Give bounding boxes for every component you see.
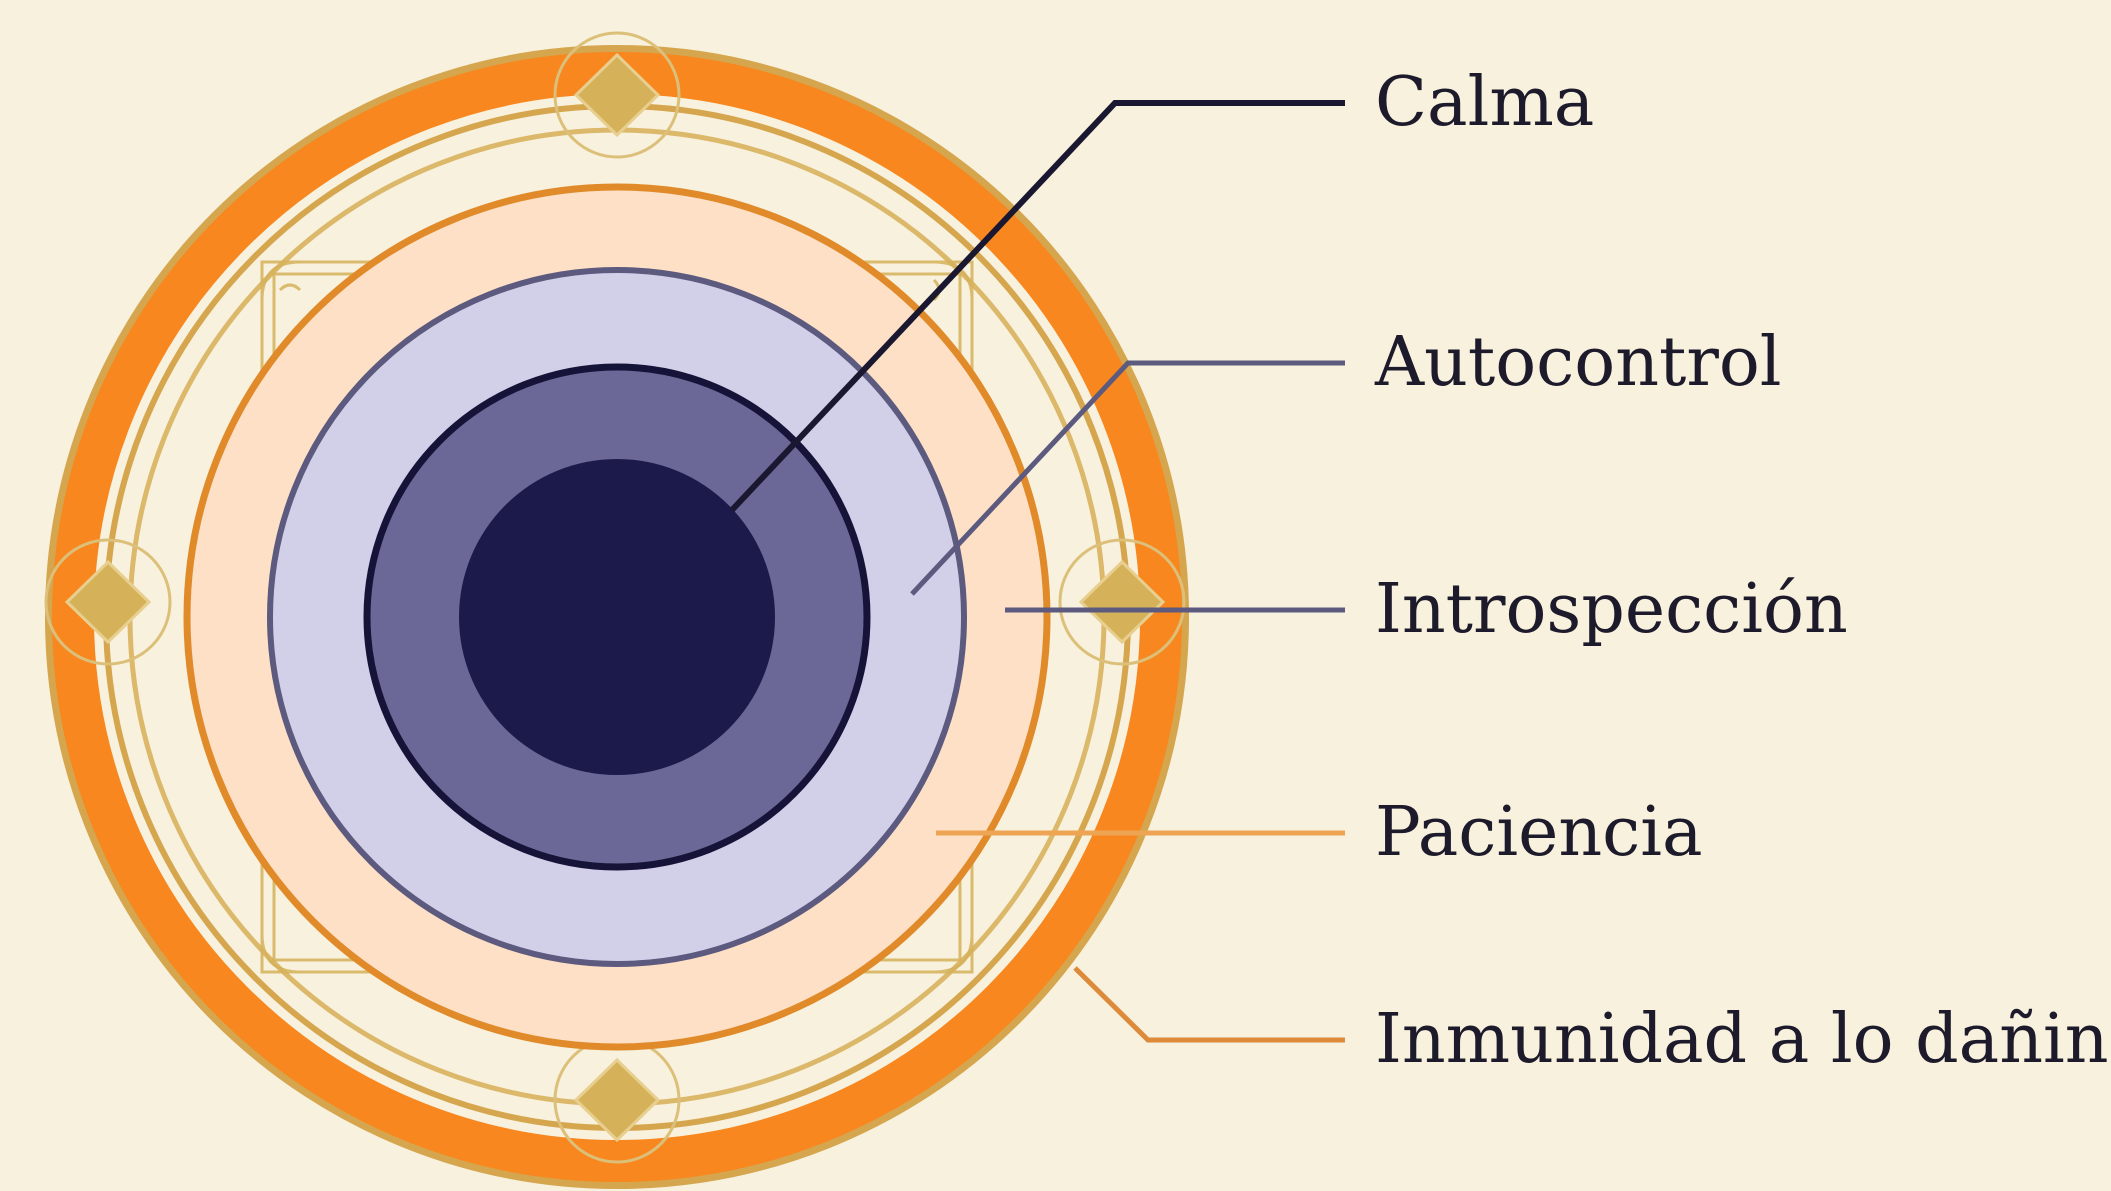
layer-labels: Calma Autocontrol Introspección Pacienci… (1374, 63, 2111, 1079)
label-paciencia: Paciencia (1375, 793, 1702, 872)
leader-line-inmunidad (1075, 968, 1345, 1040)
label-autocontrol: Autocontrol (1374, 323, 1782, 402)
label-introspeccion: Introspección (1375, 570, 1848, 649)
label-calma: Calma (1375, 63, 1594, 142)
label-inmunidad: Inmunidad a lo dañino (1375, 1000, 2111, 1079)
calma-core (459, 459, 775, 775)
